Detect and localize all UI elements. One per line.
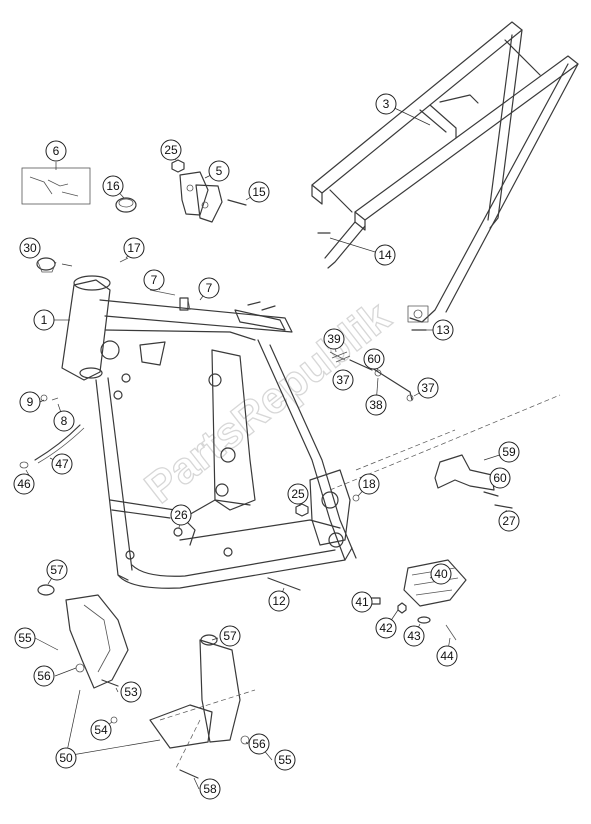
svg-text:41: 41	[355, 595, 369, 609]
callout-44: 44	[436, 645, 458, 667]
callout-12: 12	[268, 590, 290, 612]
callout-58: 58	[199, 778, 221, 800]
svg-text:25: 25	[164, 143, 178, 157]
svg-text:25: 25	[291, 487, 305, 501]
callout-39: 39	[323, 328, 345, 350]
svg-text:1: 1	[41, 313, 48, 327]
callout-43: 43	[403, 625, 425, 647]
svg-text:47: 47	[55, 457, 69, 471]
svg-text:55: 55	[278, 753, 292, 767]
svg-text:27: 27	[502, 514, 516, 528]
callout-40: 40	[430, 563, 452, 585]
subframe-drawing	[311, 21, 579, 323]
svg-text:38: 38	[369, 398, 383, 412]
svg-text:46: 46	[17, 477, 31, 491]
leader-lines	[25, 103, 561, 790]
callout-18: 18	[358, 473, 380, 495]
callout-60: 60	[363, 348, 385, 370]
svg-text:12: 12	[272, 594, 286, 608]
svg-text:44: 44	[440, 649, 454, 663]
callout-50: 50	[55, 747, 77, 769]
svg-text:60: 60	[367, 352, 381, 366]
callout-46: 46	[13, 473, 35, 495]
callout-9: 9	[19, 391, 41, 413]
svg-text:57: 57	[50, 563, 64, 577]
callout-25-lower: 25	[287, 483, 309, 505]
svg-text:17: 17	[127, 241, 141, 255]
callout-47: 47	[51, 453, 73, 475]
callout-38: 38	[365, 394, 387, 416]
svg-text:14: 14	[378, 248, 392, 262]
callout-27: 27	[498, 510, 520, 532]
callout-25: 25	[160, 139, 182, 161]
callout-53: 53	[120, 681, 142, 703]
svg-text:13: 13	[436, 323, 450, 337]
svg-text:56: 56	[37, 669, 51, 683]
callouts: 3 6 25 5 16 15 14 30 17 7 7 1 13 39 60 3…	[13, 93, 520, 800]
svg-text:30: 30	[23, 241, 37, 255]
svg-text:40: 40	[434, 567, 448, 581]
svg-text:54: 54	[94, 723, 108, 737]
callout-37-right: 37	[417, 377, 439, 399]
callout-3: 3	[375, 93, 397, 115]
svg-text:37: 37	[421, 381, 435, 395]
svg-text:9: 9	[27, 395, 34, 409]
small-parts-drawing	[19, 159, 513, 779]
svg-text:55: 55	[18, 631, 32, 645]
callout-57-right: 57	[219, 625, 241, 647]
svg-text:15: 15	[252, 185, 266, 199]
svg-text:7: 7	[151, 273, 158, 287]
callout-56: 56	[33, 665, 55, 687]
svg-text:50: 50	[59, 751, 73, 765]
svg-text:60: 60	[493, 471, 507, 485]
svg-text:7: 7	[206, 281, 213, 295]
svg-text:59: 59	[502, 445, 516, 459]
svg-text:53: 53	[124, 685, 138, 699]
callout-1: 1	[33, 309, 55, 331]
callout-56-right: 56	[248, 733, 270, 755]
callout-8: 8	[53, 410, 75, 432]
callout-54: 54	[90, 719, 112, 741]
callout-6: 6	[45, 140, 67, 162]
svg-text:42: 42	[379, 621, 393, 635]
svg-text:39: 39	[327, 332, 341, 346]
callout-17: 17	[123, 237, 145, 259]
svg-text:8: 8	[61, 414, 68, 428]
svg-text:18: 18	[362, 477, 376, 491]
callout-5: 5	[208, 160, 230, 182]
svg-text:6: 6	[53, 144, 60, 158]
callout-42: 42	[375, 617, 397, 639]
callout-55-right: 55	[274, 749, 296, 771]
svg-text:43: 43	[407, 629, 421, 643]
svg-text:16: 16	[106, 179, 120, 193]
callout-16: 16	[102, 175, 124, 197]
callout-37: 37	[332, 369, 354, 391]
callout-55: 55	[14, 627, 36, 649]
callout-14: 14	[374, 244, 396, 266]
callout-59: 59	[498, 441, 520, 463]
callout-26: 26	[170, 504, 192, 526]
callout-57: 57	[46, 559, 68, 581]
callout-7a: 7	[143, 269, 165, 291]
svg-text:26: 26	[174, 508, 188, 522]
callout-41: 41	[351, 591, 373, 613]
svg-text:5: 5	[216, 164, 223, 178]
svg-text:3: 3	[383, 97, 390, 111]
callout-7b: 7	[198, 277, 220, 299]
callout-30: 30	[19, 237, 41, 259]
callout-15: 15	[248, 181, 270, 203]
svg-text:56: 56	[252, 737, 266, 751]
svg-text:57: 57	[223, 629, 237, 643]
svg-text:58: 58	[203, 782, 217, 796]
svg-text:37: 37	[336, 373, 350, 387]
callout-60-right: 60	[489, 467, 511, 489]
callout-13: 13	[432, 319, 454, 341]
